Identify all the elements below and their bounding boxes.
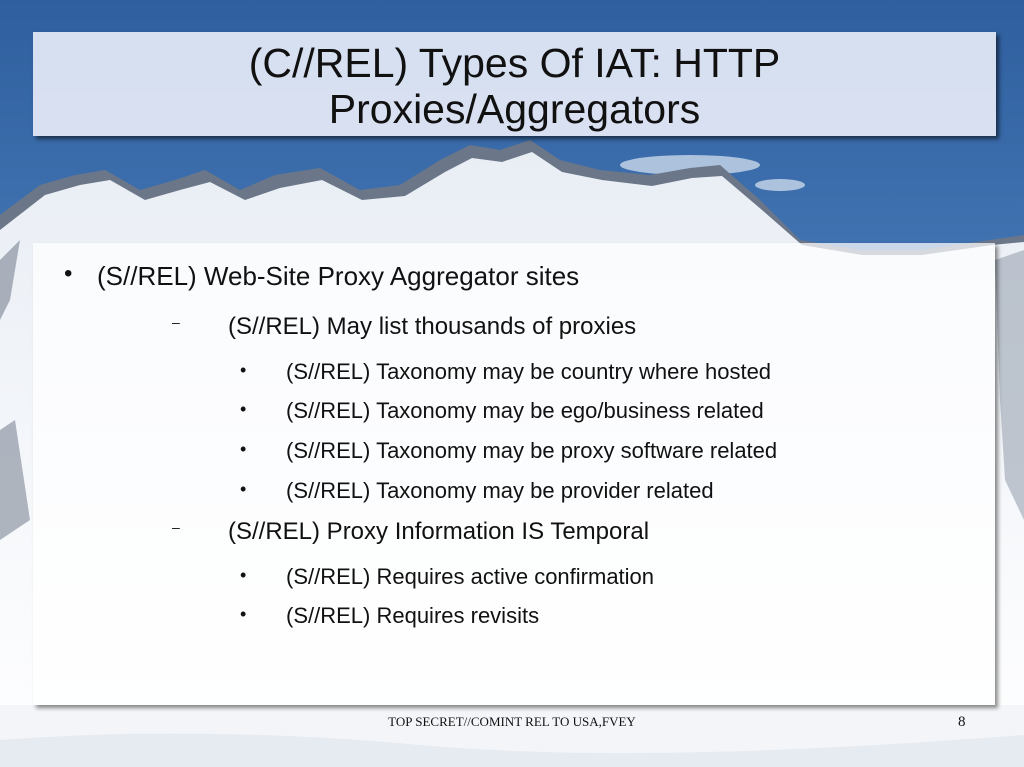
sub1-item: (S//REL) Taxonomy may be proxy software …	[286, 438, 778, 463]
sub2-item: (S//REL) Requires active confirmation	[286, 564, 655, 589]
sub1-item: (S//REL) Taxonomy may be provider relate…	[286, 478, 714, 503]
sub-bullet-1-text: (S//REL) May list thousands of proxies	[228, 313, 637, 340]
slide-title-line1: (C//REL) Types Of IAT: HTTP	[248, 40, 781, 86]
slide-title-box: (C//REL) Types Of IAT: HTTP Proxies/Aggr…	[33, 32, 996, 136]
classification-footer: TOP SECRET//COMINT REL TO USA,FVEY	[388, 714, 636, 729]
sub1-item: (S//REL) Taxonomy may be country where h…	[286, 359, 772, 384]
bullet-level1-text: (S//REL) Web-Site Proxy Aggregator sites	[97, 261, 580, 291]
sub1-item: (S//REL) Taxonomy may be ego/business re…	[286, 398, 764, 423]
bullet-marker: •	[240, 360, 247, 380]
sub-bullet-2-text: (S//REL) Proxy Information IS Temporal	[228, 518, 650, 545]
bullet-marker: •	[240, 439, 247, 459]
page-number: 8	[958, 714, 966, 730]
bullet-marker: •	[64, 260, 73, 287]
sub2-item: (S//REL) Requires revisits	[286, 603, 540, 628]
bullet-marker: •	[240, 565, 247, 585]
bullet-marker: •	[240, 479, 247, 499]
dash-marker: –	[172, 519, 180, 535]
dash-marker: –	[172, 314, 180, 330]
bullet-marker: •	[240, 604, 247, 624]
slide-title: (C//REL) Types Of IAT: HTTP Proxies/Aggr…	[33, 40, 996, 132]
slide-title-line2: Proxies/Aggregators	[328, 86, 701, 132]
bullet-marker: •	[240, 399, 247, 419]
slide-content-box	[33, 243, 995, 705]
